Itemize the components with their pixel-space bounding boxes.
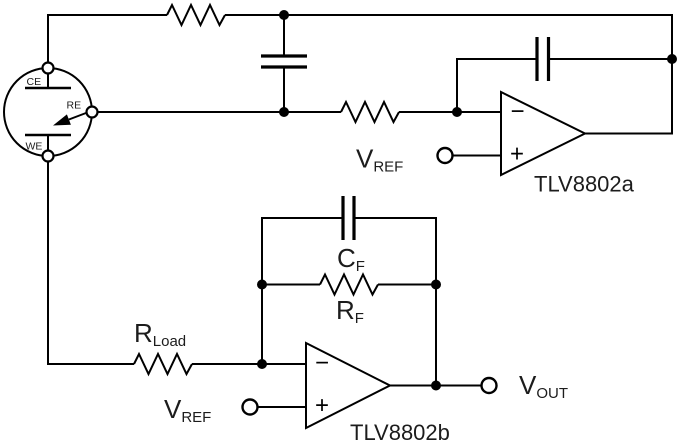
rload-main: R <box>134 318 153 348</box>
resistor-top <box>166 2 226 28</box>
resistor-re-line <box>340 99 400 125</box>
cell-we-label: WE <box>26 141 43 153</box>
terminals <box>41 61 498 416</box>
junction-dot <box>257 279 267 290</box>
rf-label: RF <box>336 295 364 327</box>
rload-label: RLoad <box>134 318 186 350</box>
opamp-a-name: TLV8802a <box>534 172 635 197</box>
vref-b-label: VREF <box>164 394 211 426</box>
opamp-a-triangle <box>500 90 588 177</box>
wire-top-feedback-loop <box>225 14 673 135</box>
opamps: − + − + <box>305 90 588 430</box>
cell-ce-label: CE <box>27 76 42 88</box>
rf-sub: F <box>355 310 364 327</box>
junction-dot <box>667 54 677 64</box>
wire-feedback-a-left <box>456 58 537 112</box>
rload-sub: Load <box>153 333 186 350</box>
re-probe-line <box>68 112 87 121</box>
opamp-b-minus-sign: − <box>315 350 329 377</box>
cell-ce-terminal <box>41 61 55 75</box>
junction-dot <box>431 279 441 290</box>
cell-we-terminal <box>41 149 55 163</box>
opamp-a-plus-sign: + <box>510 141 524 168</box>
vref-a-terminal <box>436 146 454 165</box>
opamp-b-name: TLV8802b <box>350 420 450 445</box>
opamp-b-triangle <box>305 341 393 430</box>
junctions <box>257 10 677 391</box>
resistor-rf <box>319 272 379 297</box>
wire-we-to-rload <box>47 161 134 365</box>
opamp-b-plus-sign: + <box>315 392 329 419</box>
capacitors <box>261 37 551 240</box>
rf-main: R <box>336 295 355 325</box>
vout-terminal <box>480 376 498 395</box>
cf-label: CF <box>337 243 365 275</box>
cf-sub: F <box>356 258 365 275</box>
vref-b-main: V <box>164 394 182 424</box>
vref-a-sub: REF <box>373 159 403 176</box>
vout-main: V <box>519 370 537 400</box>
cell-re-label: RE <box>67 100 82 112</box>
vref-a-main: V <box>356 144 374 174</box>
junction-dot <box>257 359 267 369</box>
junction-dot <box>279 10 289 20</box>
capacitor-a-plates <box>535 37 551 81</box>
wire-ce-to-r1 <box>47 14 167 62</box>
capacitor-c1-plates <box>261 54 307 69</box>
labels: CE RE WE VREF TLV8802a CF RF RLoad VREF … <box>26 76 635 445</box>
re-arrow-icon <box>53 114 71 126</box>
wire-feedback-b-right <box>354 217 437 386</box>
junction-dot <box>279 107 289 117</box>
cf-main: C <box>337 243 356 273</box>
vref-b-terminal <box>241 398 259 416</box>
cell-re-terminal <box>85 105 99 119</box>
sensor-cell <box>3 67 93 157</box>
vout-sub: OUT <box>536 385 568 402</box>
junction-dot <box>452 107 462 117</box>
opamp-a-minus-sign: − <box>510 98 524 125</box>
resistor-rload <box>133 351 193 377</box>
vref-b-sub: REF <box>181 409 211 426</box>
junction-dot <box>431 380 441 391</box>
wires <box>47 14 673 408</box>
vout-label: VOUT <box>519 370 568 402</box>
capacitor-cf-plates <box>341 196 356 240</box>
vref-a-label: VREF <box>356 144 403 176</box>
resistors <box>133 2 400 377</box>
wire-feedback-b-left <box>261 217 343 364</box>
